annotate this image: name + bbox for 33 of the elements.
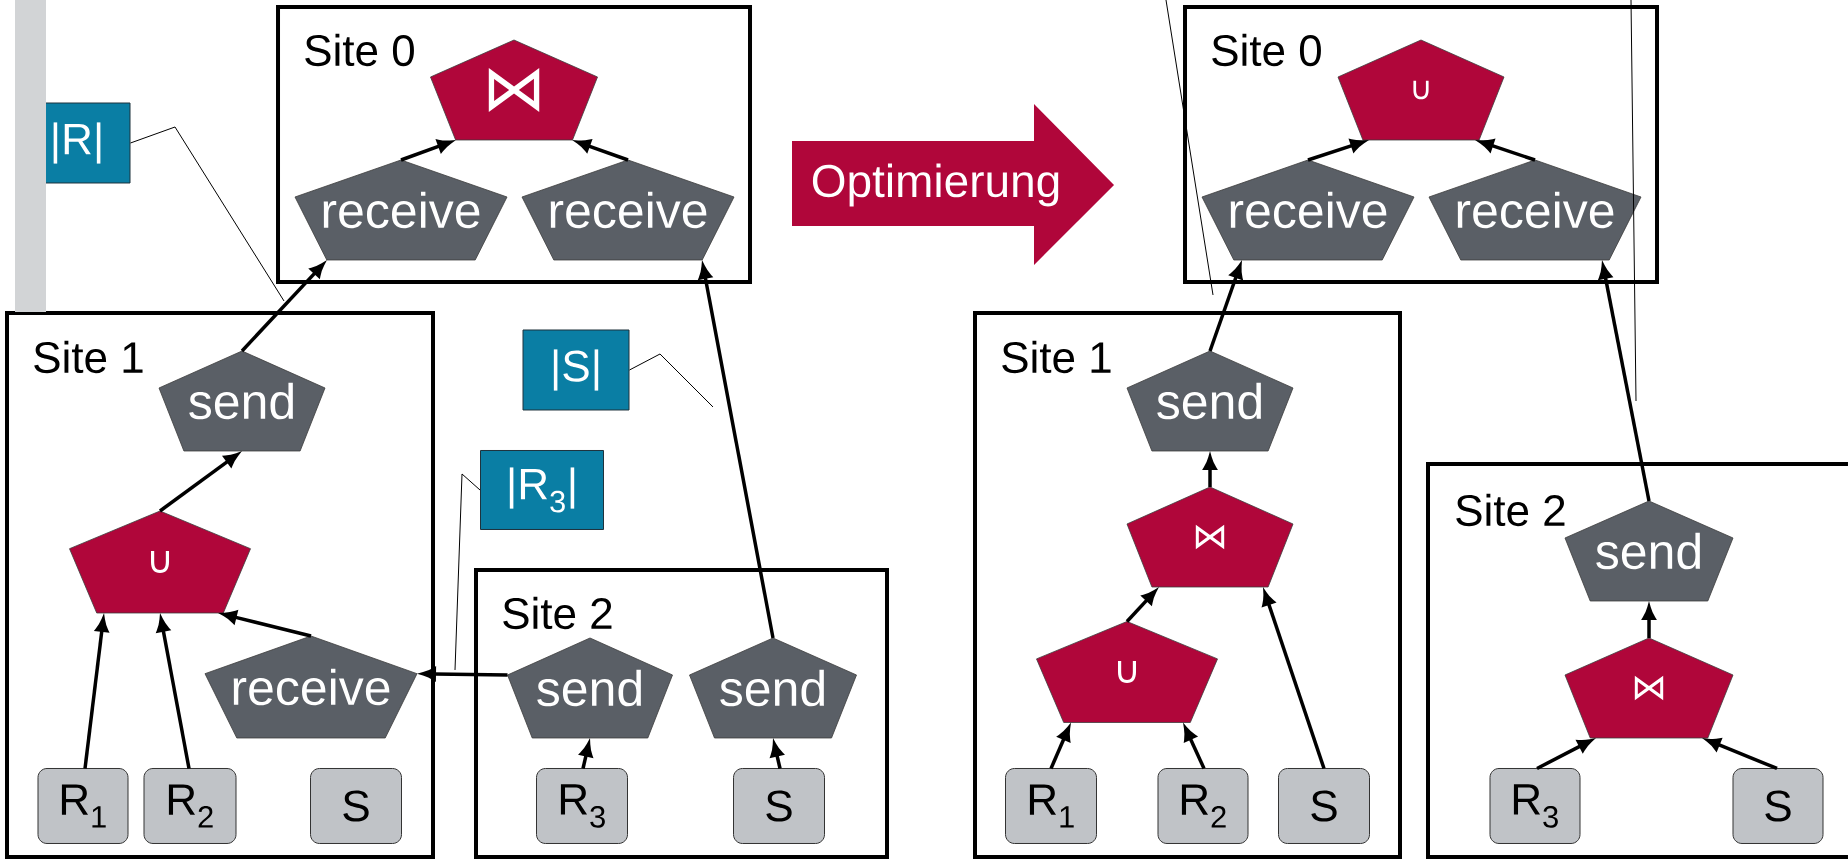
pentagon-node: receive (1201, 159, 1415, 261)
leader-line (454, 473, 481, 671)
relation-box: S (1732, 768, 1824, 844)
relation-box: R$_{2}$ (1157, 768, 1249, 844)
side-bar (15, 0, 46, 312)
pentagon-node: ∪ (1337, 39, 1505, 141)
pentagon-node: send (507, 637, 673, 739)
pentagon-node: receive (294, 159, 508, 261)
relation-box: S (310, 768, 402, 844)
relation-box: S (1278, 768, 1370, 844)
pentagon-node: receive (1428, 159, 1642, 261)
relation-box: R$_{1}$ (1005, 768, 1097, 844)
leader-line (629, 353, 714, 408)
size-label: |R$_{3}$| (480, 450, 604, 530)
relation-box: R$_{1}$ (37, 768, 129, 844)
relation-box: R$_{3}$ (536, 768, 628, 844)
pentagon-node: receive (521, 159, 735, 261)
pentagon-node: send (1126, 350, 1294, 452)
pentagon-node: receive (204, 635, 418, 739)
leader-line (130, 126, 285, 302)
size-label: |S| (522, 329, 630, 411)
relation-box: S (733, 768, 825, 844)
pentagon-node: ⋈ (430, 39, 598, 141)
relation-box: R$_{3}$ (1489, 768, 1581, 844)
relation-box: R$_{2}$ (143, 768, 237, 844)
leader-line (1165, 0, 1214, 296)
pentagon-node: ∪ (1036, 621, 1218, 723)
pentagon-node: ⋈ (1564, 637, 1734, 739)
pentagon-node: send (1564, 500, 1734, 602)
pentagon-node: send (689, 637, 857, 739)
pentagon-node: ∪ (69, 510, 251, 614)
pentagon-node: ⋈ (1126, 486, 1294, 588)
pentagon-node: send (158, 350, 326, 452)
